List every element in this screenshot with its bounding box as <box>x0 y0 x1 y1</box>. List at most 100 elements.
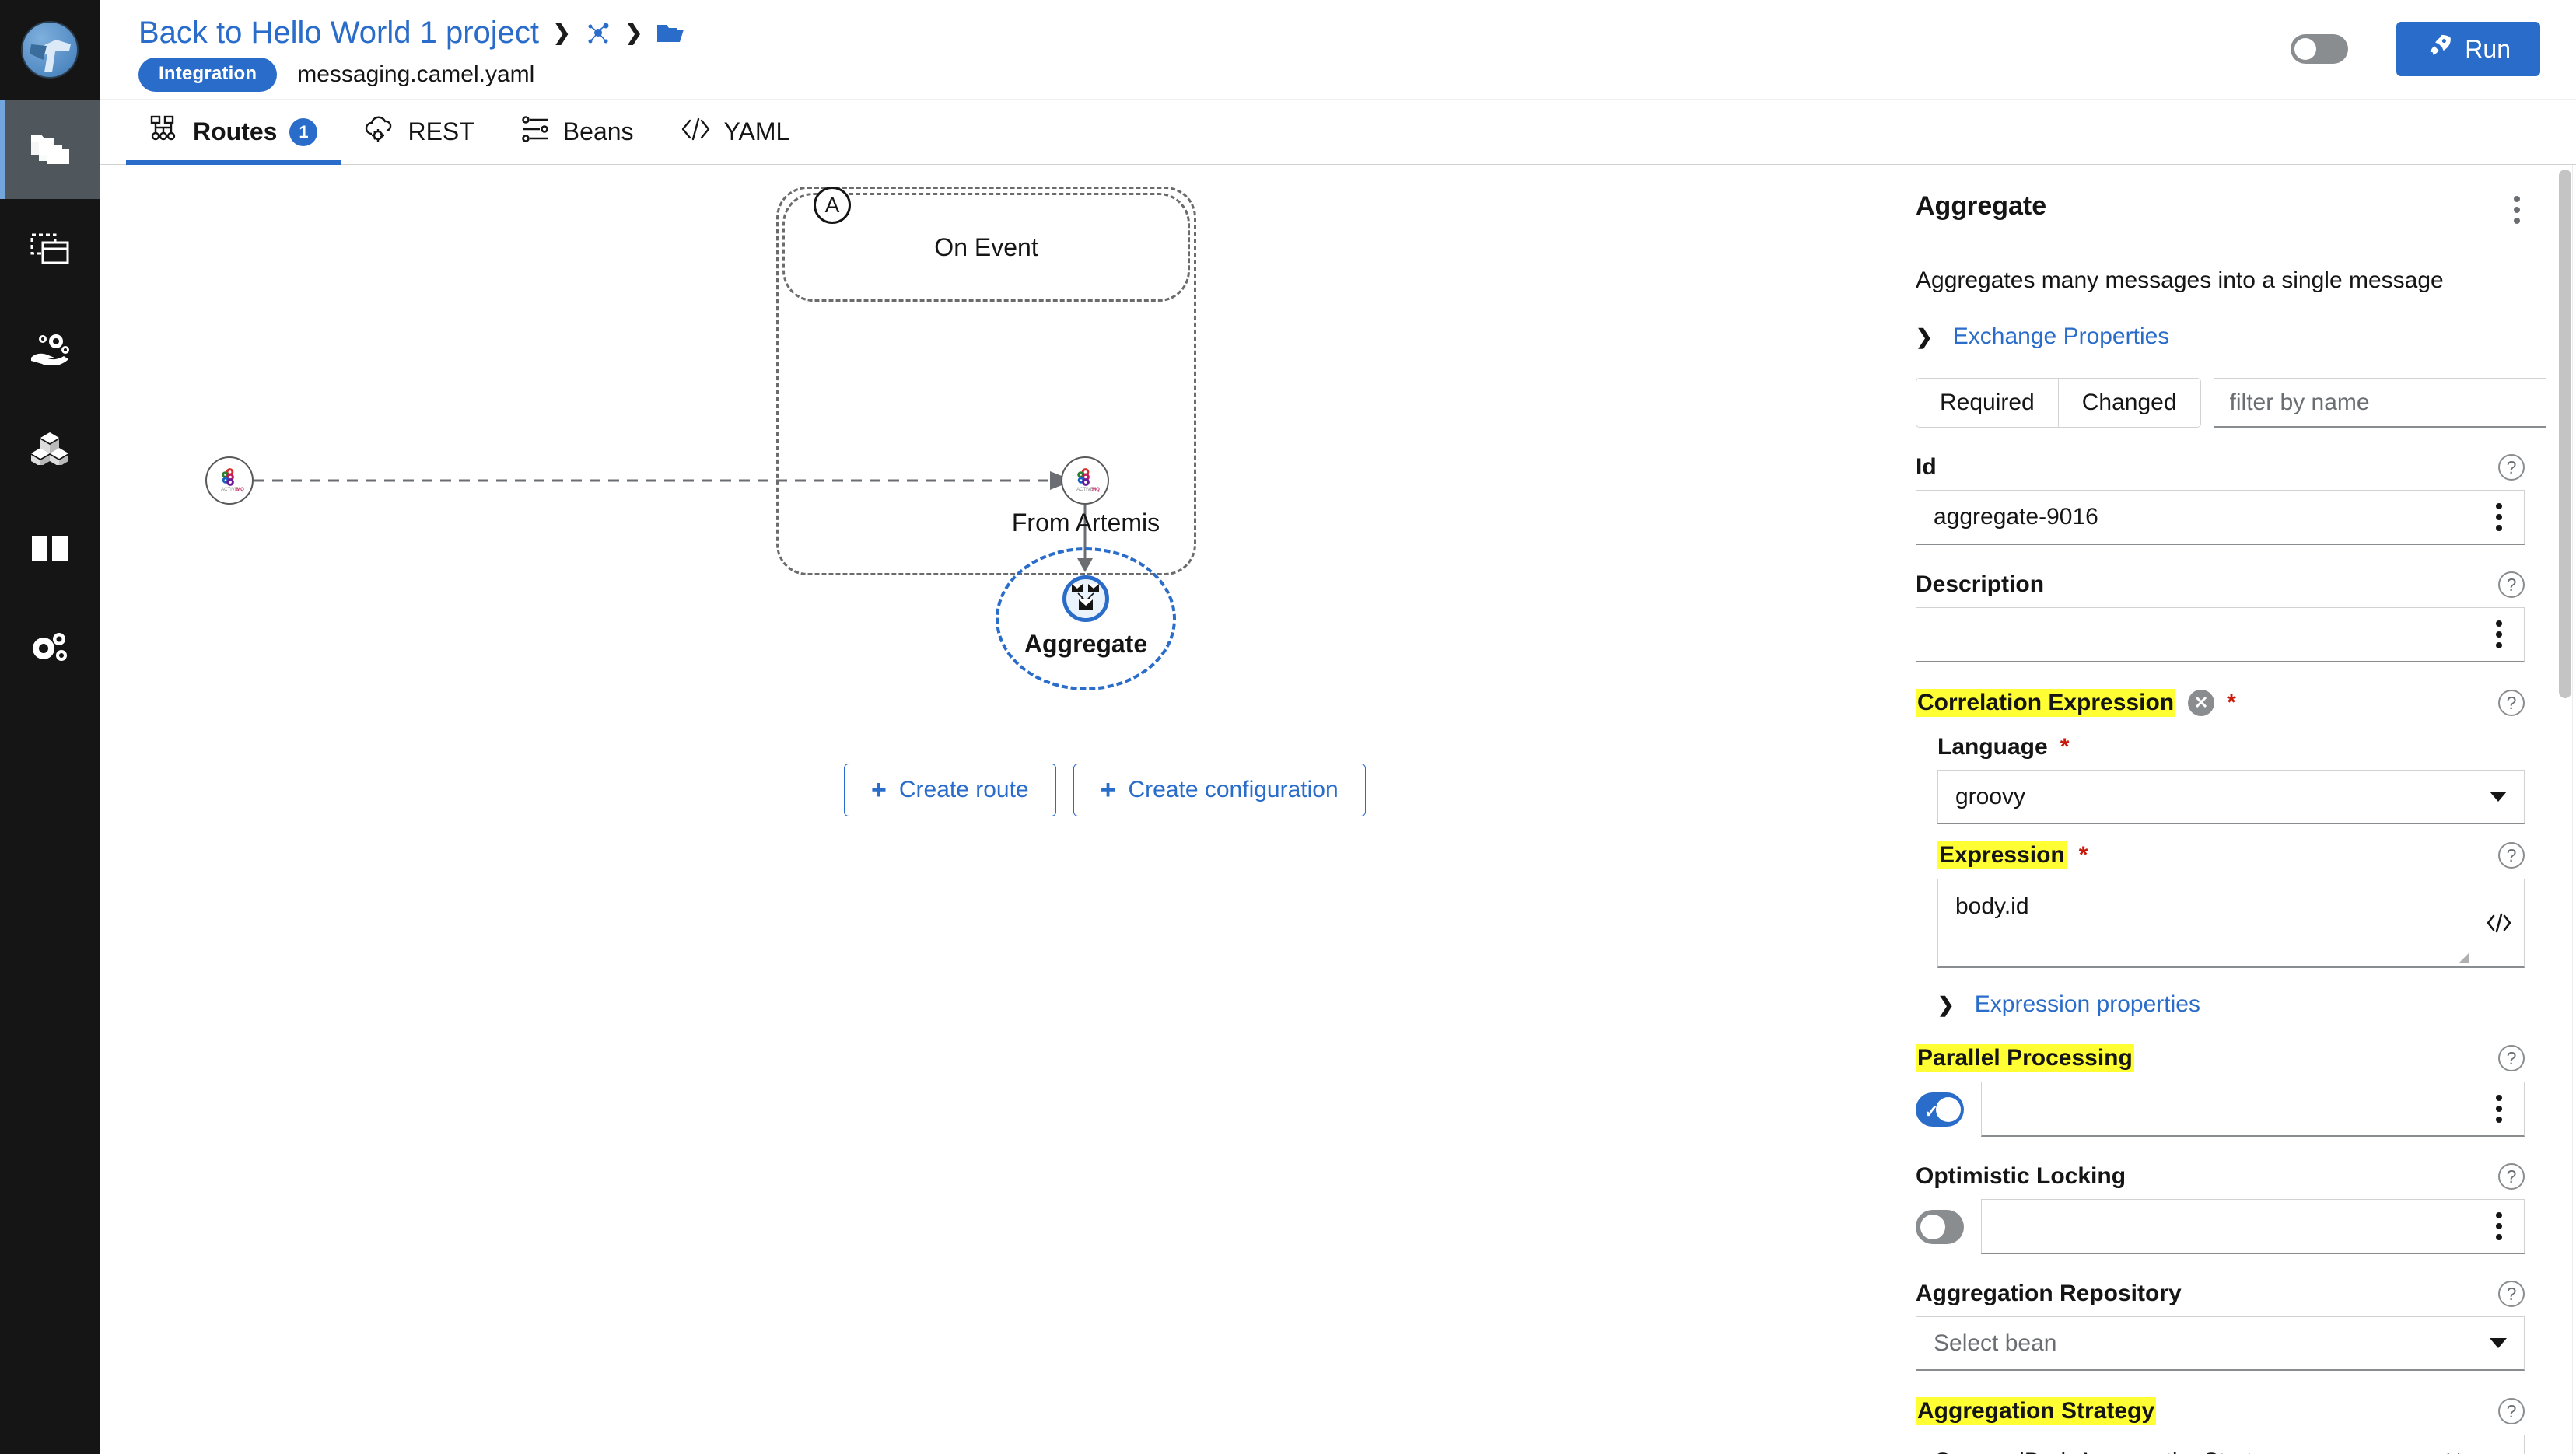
field-correlation-expression-label: Correlation Expression <box>1916 689 2176 717</box>
caret-down-icon <box>2490 792 2507 802</box>
clear-circle-icon[interactable]: ✕ <box>2188 690 2215 716</box>
required-marker: * <box>2078 842 2088 868</box>
app-logo[interactable] <box>0 0 100 100</box>
sidebar-item-services[interactable] <box>0 299 100 398</box>
scrollbar-thumb[interactable] <box>2559 170 2571 698</box>
svg-text:MQ: MQ <box>1092 488 1100 492</box>
x-clear-icon[interactable]: ✕ <box>2444 1448 2463 1454</box>
run-button[interactable]: Run <box>2396 22 2540 76</box>
toggle-knob <box>1920 1214 1945 1239</box>
plus-icon: + <box>1100 775 1116 805</box>
sliders-icon <box>521 115 551 149</box>
sidebar-item-knowledgebase[interactable] <box>0 498 100 597</box>
tab-routes-count: 1 <box>289 117 318 146</box>
left-nav-rail <box>0 0 100 1454</box>
help-circle-icon[interactable]: ? <box>2498 1281 2525 1307</box>
hand-gear-icon <box>30 331 70 365</box>
from-artemis-label: From Artemis <box>1011 509 1160 537</box>
aggregation-repository-select[interactable]: Select bean <box>1916 1316 2525 1371</box>
dev-mode-toggle[interactable] <box>2291 34 2349 64</box>
code-slash-icon[interactable] <box>2473 879 2524 966</box>
properties-panel-content: Aggregate Aggregates many messages into … <box>1881 165 2559 1454</box>
kebab-menu-icon[interactable] <box>2509 191 2525 229</box>
expression-properties-link[interactable]: Expression properties <box>1974 991 2200 1017</box>
parallel-processing-input[interactable] <box>1982 1082 2473 1135</box>
properties-panel-header: Aggregate <box>1916 191 2525 229</box>
run-button-label: Run <box>2465 34 2511 63</box>
kebab-menu-icon[interactable] <box>2473 1082 2524 1135</box>
app-header: Back to Hello World 1 project ❯ ❯ Integr… <box>100 0 2576 100</box>
field-parallel-processing: Parallel Processing ? ✓ <box>1916 1044 2525 1137</box>
toggle-knob <box>1936 1096 1961 1122</box>
aggregate-node-label: Aggregate <box>1024 630 1148 658</box>
id-input[interactable] <box>1916 491 2473 544</box>
help-circle-icon[interactable]: ? <box>2498 571 2525 598</box>
optimistic-locking-input[interactable] <box>1982 1200 2473 1253</box>
folders-icon <box>30 131 70 167</box>
sidebar-item-projects[interactable] <box>0 100 100 199</box>
aggregate-node[interactable] <box>1062 575 1109 622</box>
create-configuration-button[interactable]: + Create configuration <box>1073 764 1366 816</box>
help-circle-icon[interactable]: ? <box>2498 1163 2525 1190</box>
from-artemis-node[interactable]: ACTIVE MQ <box>1061 456 1109 505</box>
editor-tabs: Routes 1 REST Beans <box>100 100 2576 165</box>
breadcrumb: Back to Hello World 1 project ❯ ❯ <box>138 16 684 51</box>
kebab-menu-icon[interactable] <box>2473 1200 2524 1253</box>
scrollbar-track <box>2572 165 2573 1454</box>
sidebar-item-containers[interactable] <box>0 398 100 498</box>
filter-toggle-group: Required Changed <box>1916 378 2201 428</box>
aggregate-selection-outline <box>996 547 1176 690</box>
subfield-expression: Expression * ? body.id <box>1937 841 2525 968</box>
activemq-icon: ACTIVE MQ <box>214 463 245 498</box>
tab-routes[interactable]: Routes 1 <box>126 100 341 165</box>
kebab-menu-icon[interactable] <box>2473 608 2524 661</box>
rest-cloud-icon <box>364 115 395 149</box>
aggregation-strategy-value: GroupedBodyAggregationStrategy <box>1934 1449 2444 1454</box>
help-circle-icon[interactable]: ? <box>2498 454 2525 481</box>
expression-properties-row[interactable]: ❯ Expression properties <box>1937 991 2525 1018</box>
field-parallel-processing-label: Parallel Processing <box>1916 1044 2134 1072</box>
tab-beans[interactable]: Beans <box>498 100 657 164</box>
aggregation-strategy-select[interactable]: GroupedBodyAggregationStrategy ✕ <box>1916 1435 2525 1454</box>
properties-panel: Aggregate Aggregates many messages into … <box>1881 165 2576 1454</box>
tab-yaml[interactable]: YAML <box>657 100 814 164</box>
tab-beans-label: Beans <box>562 117 634 145</box>
field-id: Id ? <box>1916 454 2525 545</box>
folder-open-icon[interactable] <box>656 22 684 45</box>
search-input[interactable] <box>2213 378 2546 428</box>
parallel-processing-toggle[interactable]: ✓ <box>1916 1092 1964 1127</box>
properties-scrollbar[interactable] <box>2559 170 2571 1454</box>
expression-label: Expression <box>1937 841 2067 869</box>
tab-yaml-label: YAML <box>723 117 790 145</box>
topology-icon[interactable] <box>585 20 611 47</box>
header-actions: Run <box>2291 22 2540 76</box>
sidebar-item-templates[interactable] <box>0 199 100 299</box>
routes-icon <box>149 114 180 150</box>
breadcrumb-separator-2: ❯ <box>625 21 643 44</box>
aggregate-envelopes-icon <box>1070 582 1101 616</box>
route-canvas[interactable]: A On Event ACTIVE MQ <box>100 165 1881 1454</box>
optimistic-locking-toggle[interactable] <box>1916 1209 1964 1244</box>
kebab-menu-icon[interactable] <box>2473 491 2524 544</box>
help-circle-icon[interactable]: ? <box>2498 690 2525 716</box>
required-marker: * <box>2227 690 2236 715</box>
ghost-source-node[interactable]: ACTIVE MQ <box>205 456 254 505</box>
toggle-knob <box>2294 38 2317 60</box>
sidebar-item-configuration[interactable] <box>0 597 100 697</box>
exchange-properties-row[interactable]: ❯ Exchange Properties <box>1916 323 2525 350</box>
filter-changed-button[interactable]: Changed <box>2058 378 2201 428</box>
tab-rest[interactable]: REST <box>341 100 497 164</box>
field-aggregation-repository: Aggregation Repository ? Select bean <box>1916 1281 2525 1371</box>
field-id-label: Id <box>1916 454 1937 480</box>
help-circle-icon[interactable]: ? <box>2498 1045 2525 1071</box>
filter-required-button[interactable]: Required <box>1916 378 2059 428</box>
camel-karavan-logo-icon <box>21 21 79 79</box>
exchange-properties-link[interactable]: Exchange Properties <box>1952 323 2170 349</box>
create-route-button[interactable]: + Create route <box>844 764 1056 816</box>
description-input[interactable] <box>1916 608 2473 661</box>
help-circle-icon[interactable]: ? <box>2498 842 2525 869</box>
language-select[interactable]: groovy <box>1937 770 2525 824</box>
breadcrumb-back-link[interactable]: Back to Hello World 1 project <box>138 16 540 50</box>
expression-textarea[interactable]: body.id <box>1938 879 2473 966</box>
help-circle-icon[interactable]: ? <box>2498 1398 2525 1424</box>
